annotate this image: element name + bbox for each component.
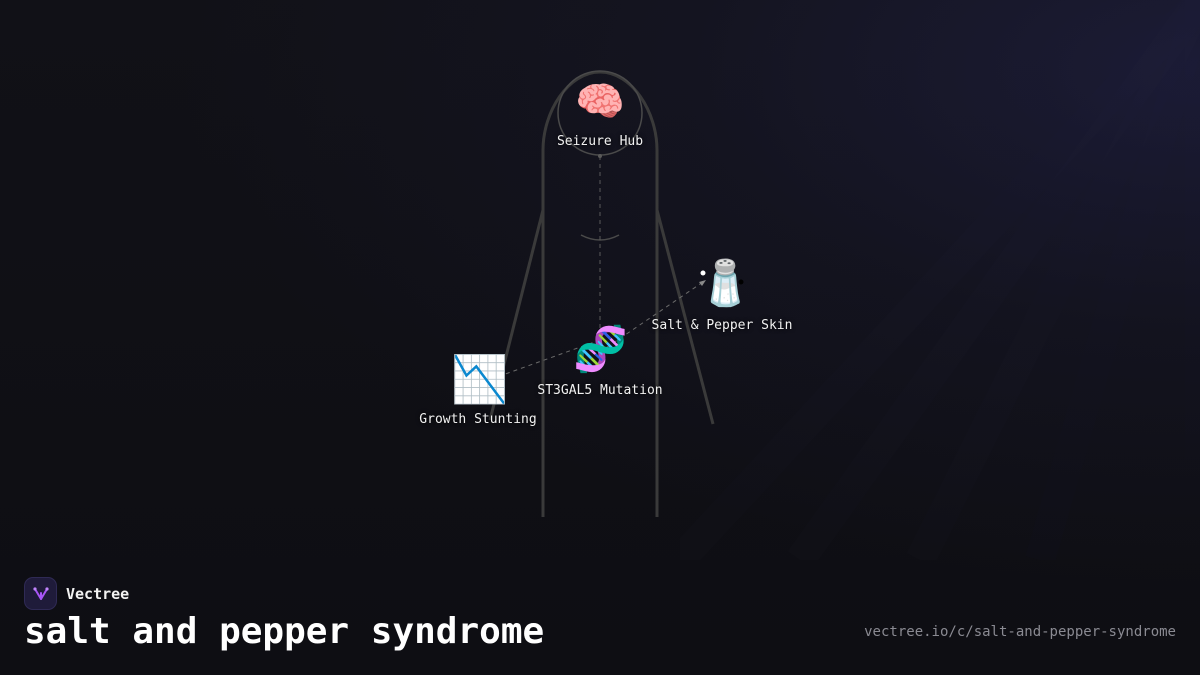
pepper-grain <box>738 279 744 285</box>
node-label-growth-stunting: Growth Stunting <box>419 412 537 427</box>
node-label-salt-pepper-skin: Salt & Pepper Skin <box>651 318 793 333</box>
left-arm-outline <box>488 209 545 421</box>
salt-shaker-icon: 🧂 <box>698 258 753 309</box>
brand-name: Vectree <box>66 584 130 603</box>
edge-mutation-to-growth <box>496 339 601 378</box>
node-label-st3gal5-mutation: ST3GAL5 Mutation <box>537 383 663 398</box>
edge-start-dot <box>598 154 602 158</box>
edge-arrowhead-growth <box>494 373 500 378</box>
salt-grain <box>700 270 706 276</box>
node-label-seizure-hub: Seizure Hub <box>556 134 644 149</box>
chart-decreasing-icon: 📉 <box>451 352 509 406</box>
brain-icon: 🧠 <box>575 79 625 125</box>
brand[interactable]: Vectree <box>24 577 129 610</box>
dna-icon: 🧬 <box>573 324 628 375</box>
page-url[interactable]: vectree.io/c/salt-and-pepper-syndrome <box>864 624 1176 640</box>
page-title: salt and pepper syndrome <box>24 611 545 652</box>
background-light-rays <box>680 0 1200 560</box>
edge-arrowhead-skin <box>699 280 706 286</box>
right-arm-outline <box>655 209 715 425</box>
body-outline <box>541 70 659 517</box>
vectree-logo-icon <box>24 577 57 610</box>
